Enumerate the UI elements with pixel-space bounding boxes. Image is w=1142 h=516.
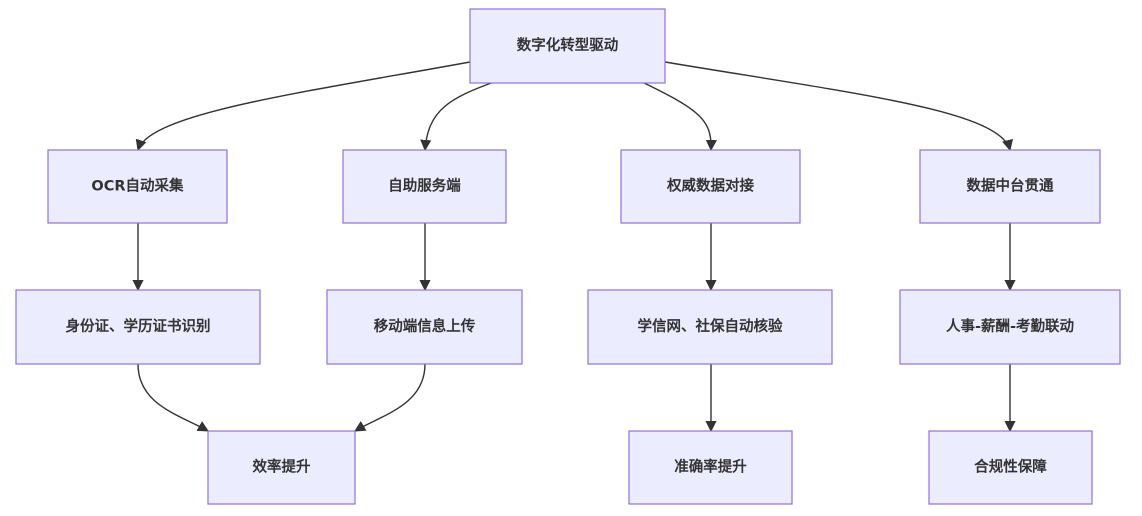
node-hrlink-label: 人事-薪酬-考勤联动 xyxy=(946,317,1074,335)
node-idcert[interactable]: 身份证、学历证书识别 xyxy=(15,289,261,365)
edge-root-to-ocr xyxy=(135,61,471,152)
node-ocr-label: OCR自动采集 xyxy=(91,177,184,195)
edge-root-to-datacenter xyxy=(664,61,1013,152)
node-compliance-label: 合规性保障 xyxy=(973,458,1047,476)
edge-root-to-authority xyxy=(641,81,717,152)
node-datacenter-label: 数据中台贯通 xyxy=(967,177,1054,195)
node-xuexin[interactable]: 学信网、社保自动核验 xyxy=(587,289,833,365)
edge-root-to-selfservice xyxy=(420,81,495,152)
node-efficiency[interactable]: 效率提升 xyxy=(207,430,356,505)
node-selfservice[interactable]: 自助服务端 xyxy=(342,149,507,224)
node-accuracy-label: 准确率提升 xyxy=(674,458,747,476)
node-root[interactable]: 数字化转型驱动 xyxy=(469,8,666,84)
node-idcert-label: 身份证、学历证书识别 xyxy=(66,317,211,335)
edge-idcert-to-efficiency xyxy=(137,363,209,432)
node-root-label: 数字化转型驱动 xyxy=(517,36,619,54)
node-hrlink[interactable]: 人事-薪酬-考勤联动 xyxy=(899,289,1121,365)
node-efficiency-label: 效率提升 xyxy=(253,458,311,476)
node-accuracy[interactable]: 准确率提升 xyxy=(628,430,793,505)
node-xuexin-label: 学信网、社保自动核验 xyxy=(638,317,783,335)
node-authority-label: 权威数据对接 xyxy=(666,177,754,195)
node-selfservice-label: 自助服务端 xyxy=(388,177,461,195)
node-mobile[interactable]: 移动端信息上传 xyxy=(326,289,523,365)
node-authority[interactable]: 权威数据对接 xyxy=(620,149,801,224)
node-datacenter[interactable]: 数据中台贯通 xyxy=(919,149,1101,224)
edge-mobile-to-efficiency xyxy=(354,363,426,432)
node-compliance[interactable]: 合规性保障 xyxy=(928,430,1093,505)
node-mobile-label: 移动端信息上传 xyxy=(374,317,476,335)
node-ocr[interactable]: OCR自动采集 xyxy=(47,149,228,224)
edges xyxy=(132,61,1016,433)
